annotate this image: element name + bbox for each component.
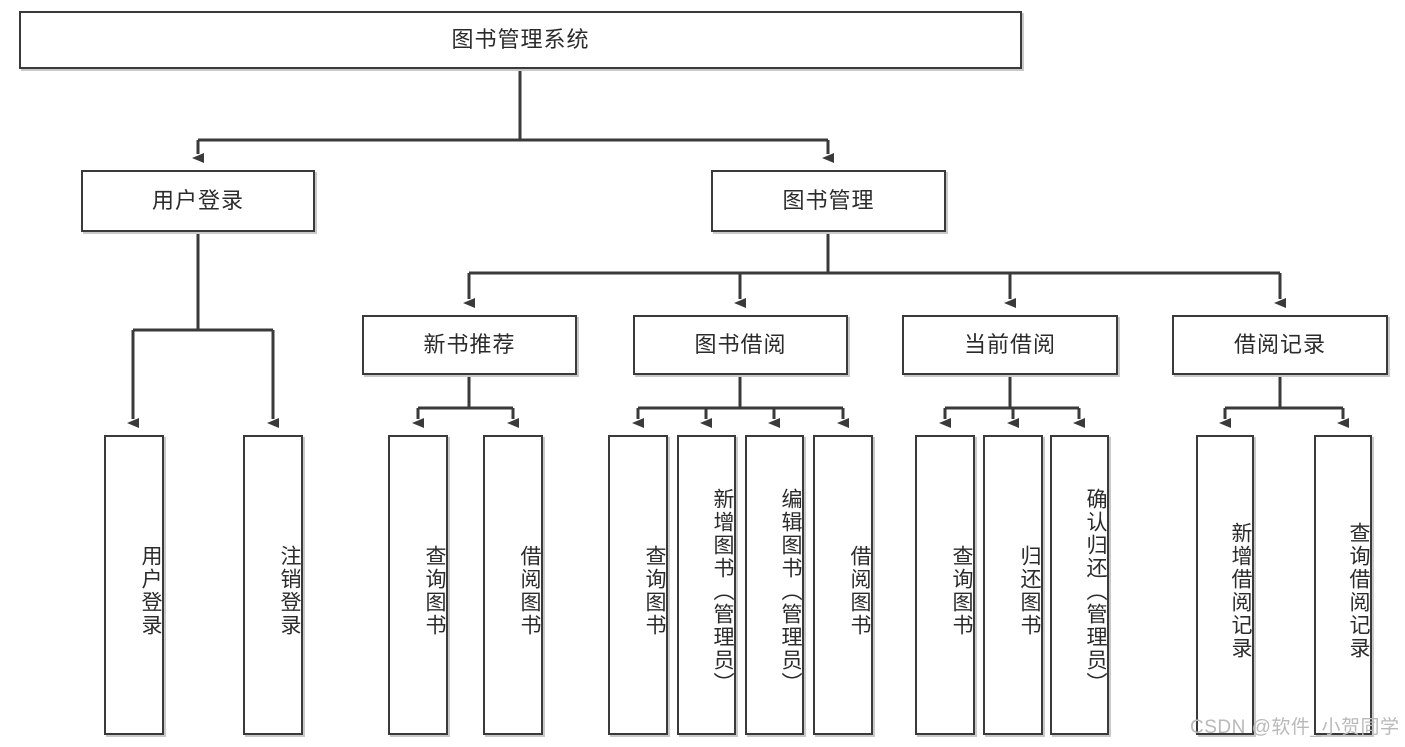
node-borrow-record[interactable]: 借阅记录 xyxy=(1172,315,1388,375)
node-user-login-label: 用户登录 xyxy=(151,187,244,213)
leaf-label: 新增图书（管理员） xyxy=(711,487,734,695)
leaf-label: 用户登录 xyxy=(139,545,162,637)
node-root-label: 图书管理系统 xyxy=(451,26,590,52)
leaf-label: 确认归还（管理员） xyxy=(1084,487,1107,695)
leaf-label: 借阅图书 xyxy=(518,545,541,637)
node-leaf-query-book-2[interactable]: 查询图书 xyxy=(608,435,668,735)
leaf-label: 编辑图书（管理员） xyxy=(779,487,802,695)
node-leaf-query-book-1[interactable]: 查询图书 xyxy=(388,435,448,735)
node-leaf-logout[interactable]: 注销登录 xyxy=(243,435,303,735)
leaf-label: 查询图书 xyxy=(950,545,973,637)
leaf-label: 查询图书 xyxy=(423,545,446,637)
leaf-label: 注销登录 xyxy=(278,545,301,637)
node-current-borrow[interactable]: 当前借阅 xyxy=(902,315,1118,375)
node-leaf-confirm-return[interactable]: 确认归还（管理员） xyxy=(1050,435,1109,735)
node-book-borrow[interactable]: 图书借阅 xyxy=(633,315,848,375)
node-leaf-edit-book[interactable]: 编辑图书（管理员） xyxy=(745,435,804,735)
node-leaf-user-login[interactable]: 用户登录 xyxy=(104,435,164,735)
node-leaf-borrow-book-2[interactable]: 借阅图书 xyxy=(813,435,873,735)
node-leaf-borrow-book-1[interactable]: 借阅图书 xyxy=(483,435,543,735)
node-leaf-add-book[interactable]: 新增图书（管理员） xyxy=(677,435,736,735)
node-leaf-return-book[interactable]: 归还图书 xyxy=(983,435,1043,735)
leaf-label: 借阅图书 xyxy=(848,545,871,637)
node-new-book-rec-label: 新书推荐 xyxy=(423,331,516,357)
node-user-login[interactable]: 用户登录 xyxy=(81,170,315,232)
node-leaf-query-record[interactable]: 查询借阅记录 xyxy=(1314,435,1372,735)
node-new-book-rec[interactable]: 新书推荐 xyxy=(362,315,577,375)
node-root[interactable]: 图书管理系统 xyxy=(19,11,1022,69)
node-leaf-query-book-3[interactable]: 查询图书 xyxy=(915,435,975,735)
node-current-borrow-label: 当前借阅 xyxy=(963,331,1056,357)
leaf-label: 新增借阅记录 xyxy=(1229,522,1252,660)
node-book-borrow-label: 图书借阅 xyxy=(694,331,787,357)
node-leaf-add-record[interactable]: 新增借阅记录 xyxy=(1196,435,1254,735)
node-borrow-record-label: 借阅记录 xyxy=(1233,331,1326,357)
leaf-label: 查询借阅记录 xyxy=(1347,522,1370,660)
csdn-watermark: CSDN @软件_小贺同学 xyxy=(1190,717,1400,738)
leaf-label: 查询图书 xyxy=(643,545,666,637)
leaf-label: 归还图书 xyxy=(1018,545,1041,637)
node-book-manage[interactable]: 图书管理 xyxy=(711,170,946,232)
node-book-manage-label: 图书管理 xyxy=(782,187,875,213)
